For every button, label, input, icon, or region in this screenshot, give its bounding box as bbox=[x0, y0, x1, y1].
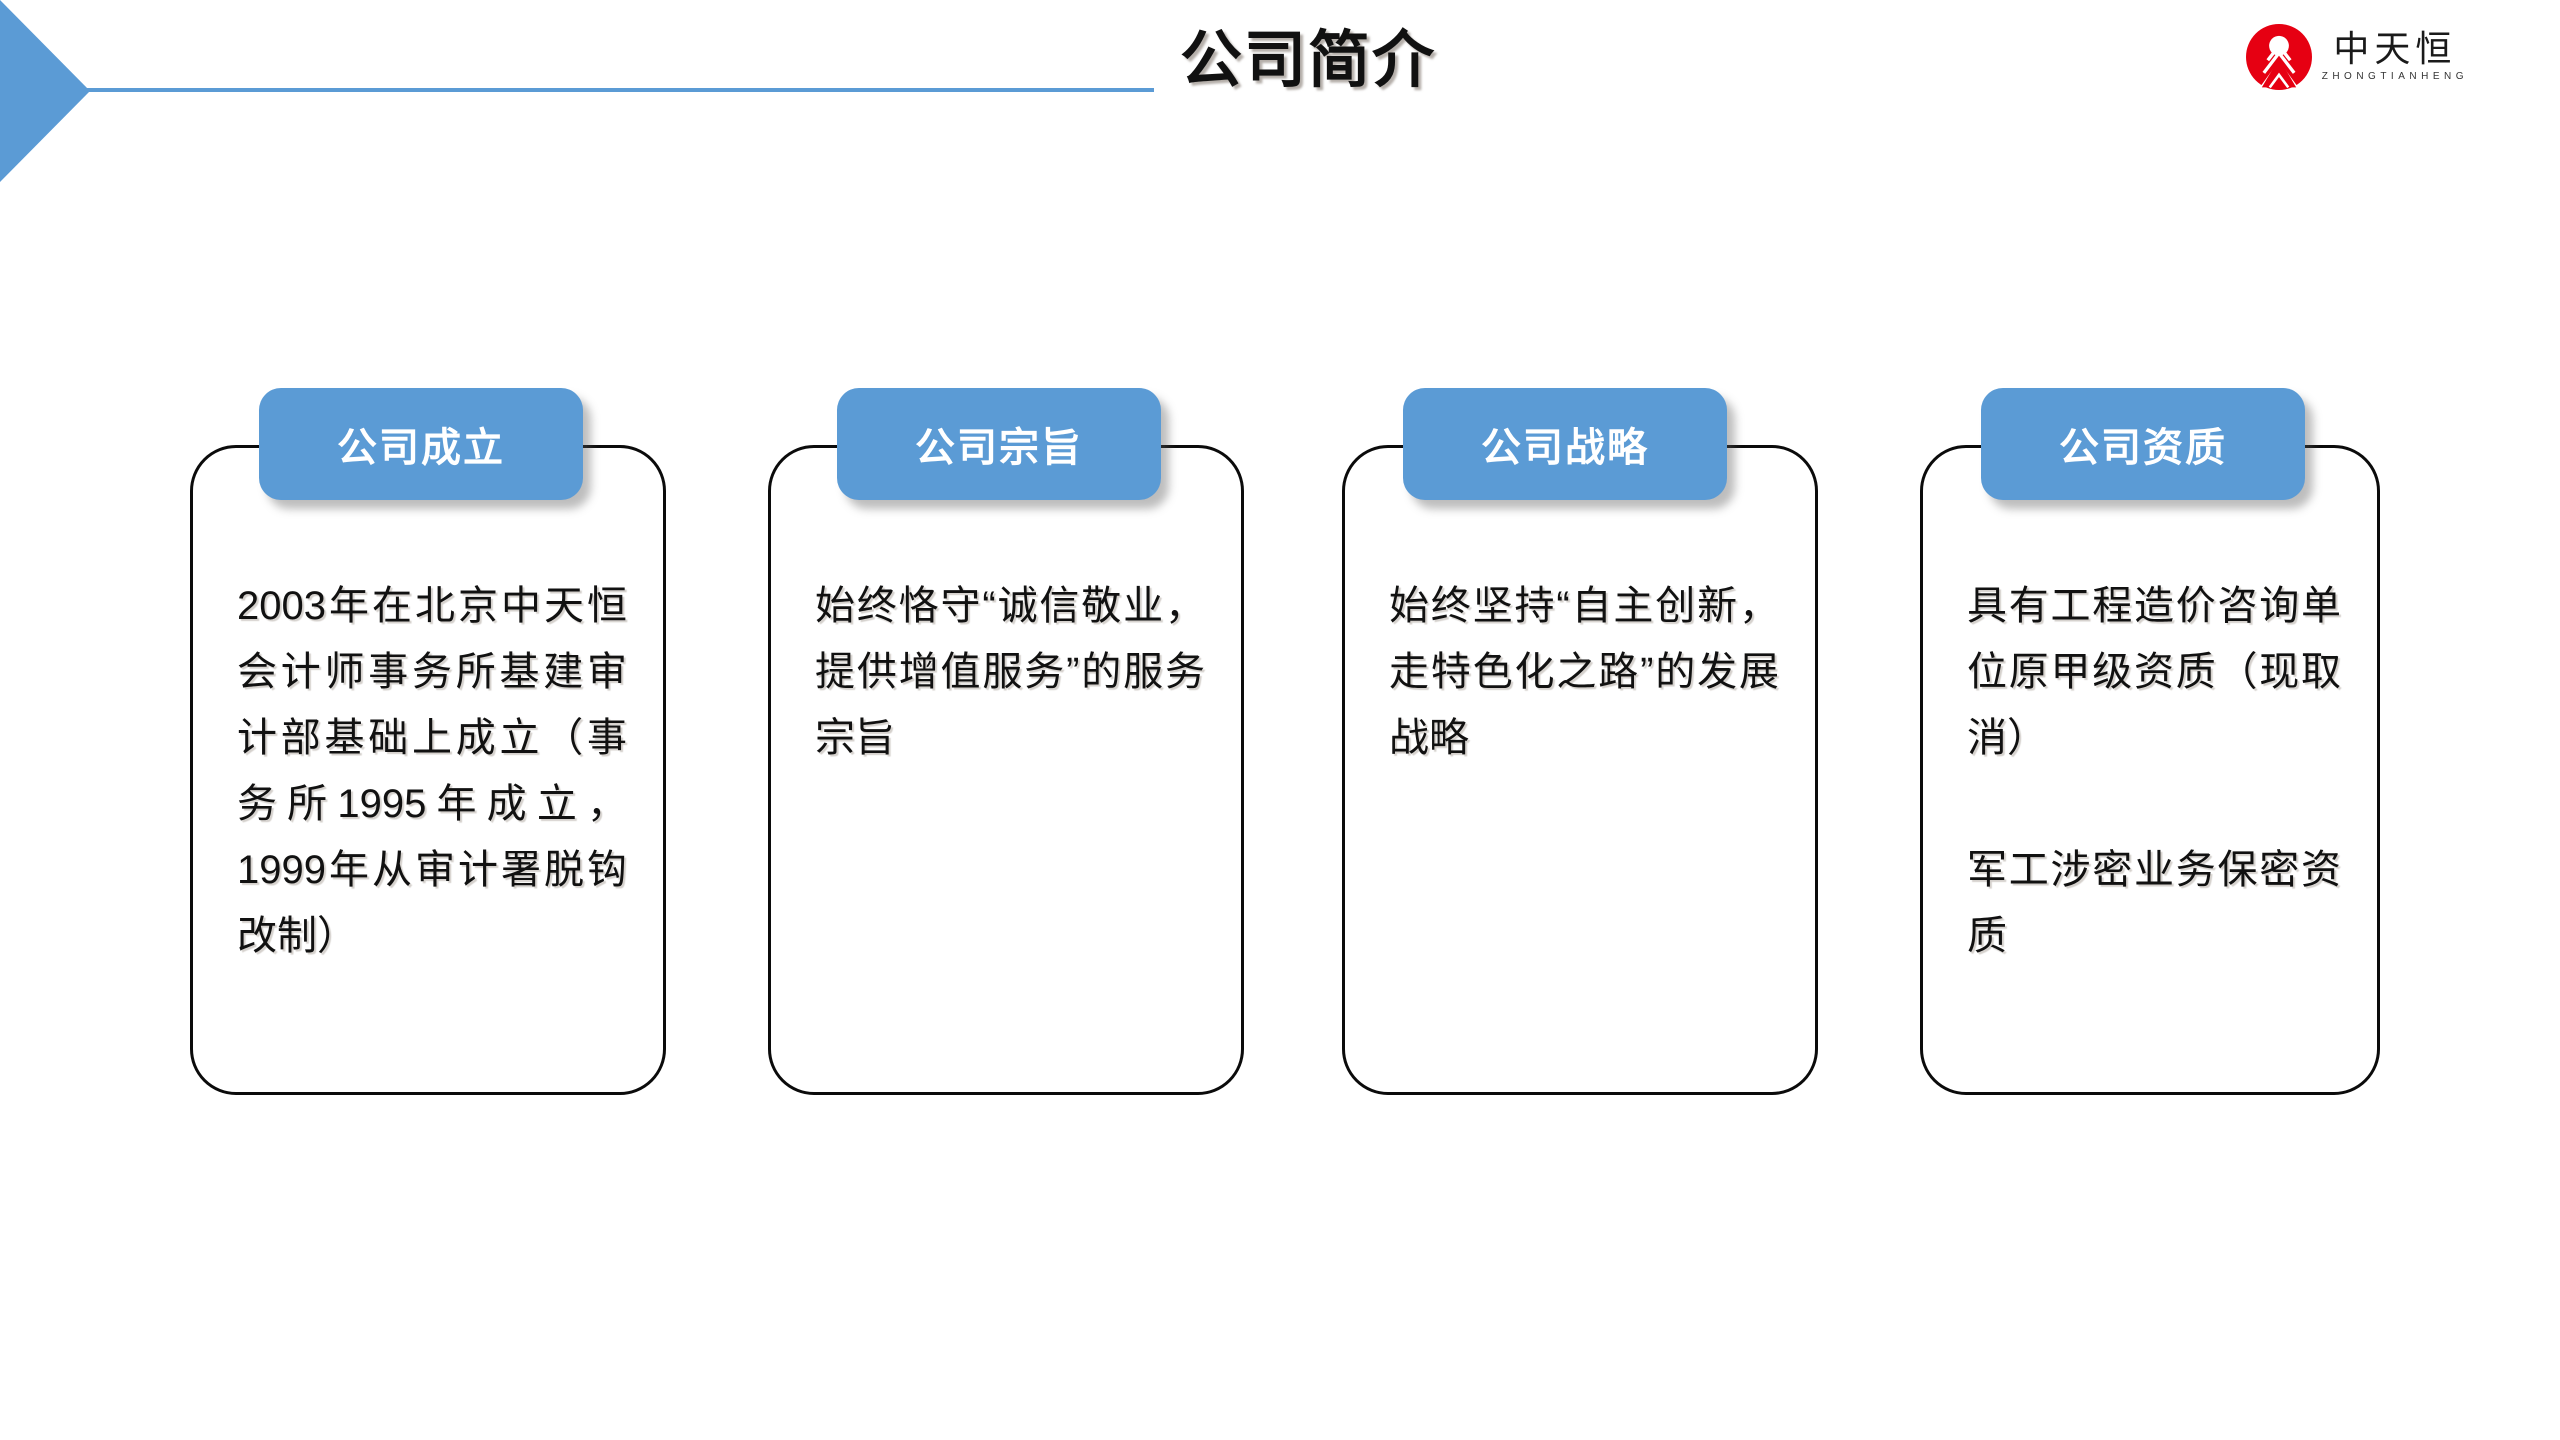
header-arrow-icon bbox=[0, 0, 90, 182]
zhongtianheng-mark-icon bbox=[2245, 24, 2312, 90]
info-card-company-qualifications: 公司资质 具有工程造价咨询单位原甲级资质（现取消） 军工涉密业务保密资质 bbox=[1920, 388, 2380, 1095]
page-title: 公司简介 bbox=[1180, 27, 1437, 95]
info-card-company-purpose: 公司宗旨 始终恪守“诚信敬业，提供增值服务”的服务宗旨 bbox=[768, 388, 1244, 1095]
logo-pinyin: ZHONGTIANHENG bbox=[2321, 71, 2468, 83]
card-body-company-strategy: 始终坚持“自主创新，走特色化之路”的发展战略 bbox=[1389, 573, 1779, 771]
card-badge-company-purpose: 公司宗旨 bbox=[837, 388, 1161, 500]
card-paragraph: 具有工程造价咨询单位原甲级资质（现取消） bbox=[1967, 584, 2341, 760]
company-logo: 中天恒 ZHONGTIANHENG bbox=[2245, 24, 2468, 90]
logo-chinese-name: 中天恒 bbox=[2333, 28, 2457, 69]
card-body-company-founding: 2003年在北京中天恒会计师事务所基建审计部基础上成立（事务所1995年成立，1… bbox=[237, 573, 627, 969]
header-rule bbox=[86, 88, 1154, 92]
card-paragraph: 军工涉密业务保密资质 bbox=[1967, 848, 2341, 958]
info-card-company-founding: 公司成立 2003年在北京中天恒会计师事务所基建审计部基础上成立（事务所1995… bbox=[190, 388, 666, 1095]
card-badge-company-strategy: 公司战略 bbox=[1403, 388, 1727, 500]
card-paragraph: 始终坚持“自主创新，走特色化之路”的发展战略 bbox=[1389, 584, 1779, 760]
card-body-company-purpose: 始终恪守“诚信敬业，提供增值服务”的服务宗旨 bbox=[815, 573, 1205, 771]
card-paragraph: 始终恪守“诚信敬业，提供增值服务”的服务宗旨 bbox=[815, 584, 1205, 760]
info-card-company-strategy: 公司战略 始终坚持“自主创新，走特色化之路”的发展战略 bbox=[1342, 388, 1818, 1095]
card-badge-company-qualifications: 公司资质 bbox=[1981, 388, 2305, 500]
card-badge-company-founding: 公司成立 bbox=[259, 388, 583, 500]
logo-wordmark: 中天恒 ZHONGTIANHENG bbox=[2321, 28, 2468, 84]
card-paragraph: 2003年在北京中天恒会计师事务所基建审计部基础上成立（事务所1995年成立，1… bbox=[237, 584, 627, 958]
card-body-company-qualifications: 具有工程造价咨询单位原甲级资质（现取消） 军工涉密业务保密资质 bbox=[1967, 573, 2341, 969]
